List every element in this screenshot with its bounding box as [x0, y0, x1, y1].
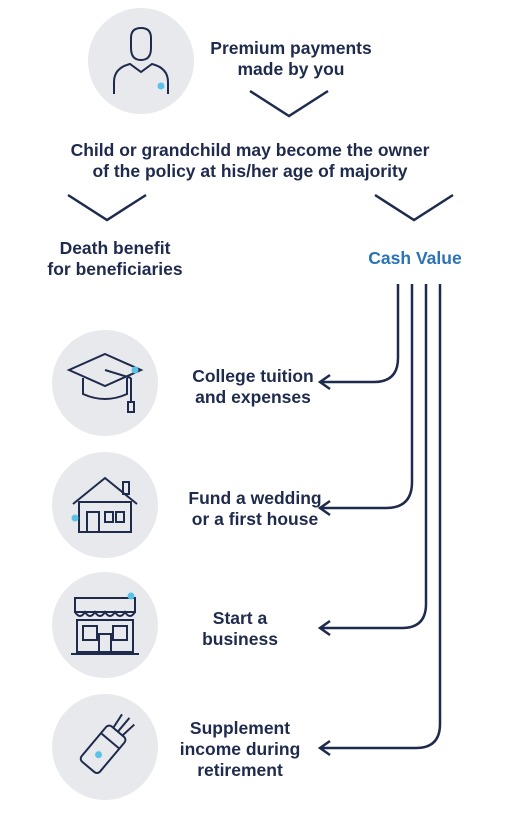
flow-line-wedding	[320, 284, 414, 510]
chevron-down-icon	[249, 89, 329, 118]
arrowhead-icon	[317, 739, 331, 757]
premium-payments-label: Premium payments made by you	[210, 38, 372, 79]
flow-line-retirement	[320, 284, 442, 750]
arrowhead-icon	[317, 373, 331, 391]
use-label-tuition: College tuition and expenses	[192, 366, 314, 407]
flow-line-business	[320, 284, 428, 630]
golf-bag-icon	[79, 713, 135, 774]
person-icon-circle	[88, 8, 194, 114]
arrowhead-icon	[317, 619, 331, 637]
use-label-wedding: Fund a wedding or a first house	[188, 488, 322, 529]
storefront-icon-circle	[52, 572, 158, 678]
flow-line-tuition	[320, 284, 400, 384]
house-icon-circle	[52, 452, 158, 558]
death-benefit-label: Death benefit for beneficiaries	[47, 238, 183, 279]
arrowhead-icon	[317, 499, 331, 517]
graduation-cap-icon	[66, 352, 144, 413]
chevron-down-icon	[67, 193, 147, 222]
use-label-business: Start a business	[202, 608, 278, 649]
storefront-icon	[71, 592, 139, 655]
chevron-down-icon	[374, 193, 454, 222]
golf-bag-icon-circle	[52, 694, 158, 800]
ownership-text: Child or grandchild may become the owner…	[70, 140, 430, 181]
use-label-retirement: Supplement income during retirement	[179, 718, 301, 780]
graduation-cap-icon-circle	[52, 330, 158, 436]
house-icon	[71, 476, 138, 533]
cash-value-label: Cash Value	[368, 248, 462, 268]
person-icon	[113, 26, 169, 94]
